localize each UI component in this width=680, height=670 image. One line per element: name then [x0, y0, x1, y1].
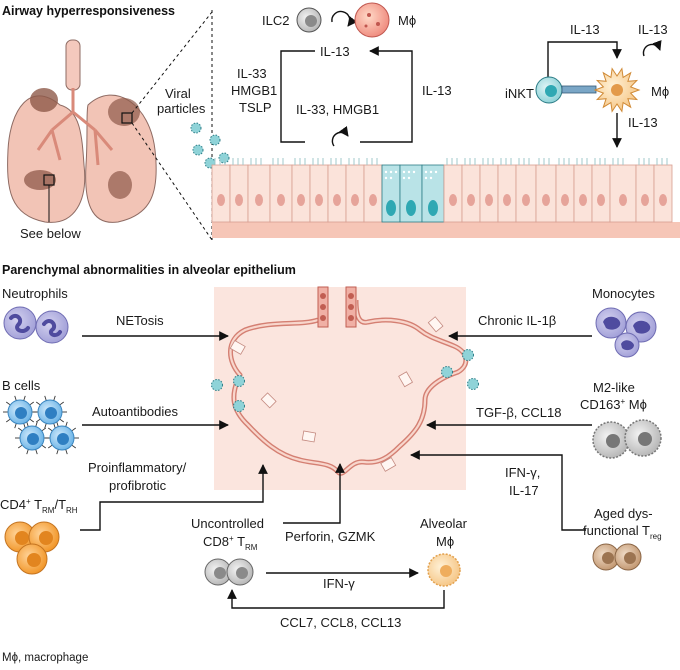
- cd8-t-cells: [204, 558, 254, 586]
- alveolar-m-label: Mϕ: [436, 534, 454, 549]
- loop-arrow-left: [280, 50, 315, 143]
- alveolar-macrophage: [427, 553, 461, 587]
- mac-loop-arrow: [642, 40, 662, 57]
- neutrophils-label: Neutrophils: [2, 286, 68, 301]
- alveolar-label: Alveolar: [420, 516, 468, 531]
- ifng-label: IFN-γ: [323, 576, 355, 591]
- monocyte-cells: [595, 307, 657, 358]
- proinflammatory-label-1: Proinflammatory/: [88, 460, 187, 475]
- m2-label-1: M2-like: [593, 380, 635, 395]
- lung-zoom-box-upper: [121, 112, 133, 124]
- m2-macrophages: [592, 419, 662, 459]
- ccl-label: CCL7, CCL8, CCL13: [280, 615, 401, 630]
- see-below-label: See below: [20, 226, 81, 241]
- ifng-il17-arrow: [410, 450, 586, 531]
- viral-particles-alveolus: [211, 349, 479, 412]
- il13-right-label: IL-13: [422, 83, 452, 98]
- proinflammatory-label-2: profibrotic: [109, 478, 167, 493]
- macrophage-inkt-label: Mϕ: [651, 84, 669, 99]
- macrophage-inkt-cell: [593, 67, 641, 113]
- neutrophil-cells: [3, 306, 69, 344]
- tslp-label: TSLP: [239, 100, 272, 115]
- inkt-label: iNKT: [505, 86, 534, 101]
- il33-label: IL-33: [237, 66, 267, 81]
- ccl-arrow: [227, 589, 445, 609]
- macrophage-top-cell: [354, 2, 390, 38]
- viral-particles-top: [190, 122, 230, 169]
- b-cells-group: [3, 395, 79, 455]
- alveolar-type2-cells: [229, 316, 444, 472]
- bottom-title: Parenchymal abnormalities in alveolar ep…: [2, 263, 296, 277]
- aged-label-1: Aged dys-: [594, 506, 653, 521]
- alveolus-wall-inner: [229, 299, 467, 475]
- footnote: Mϕ, macrophage: [2, 652, 88, 664]
- aged-label-2: functional Treg: [583, 523, 662, 541]
- il13-top-label: IL-13: [320, 44, 350, 59]
- il13-inkt-label: IL-13: [570, 22, 600, 37]
- ifng-comma-label: IFN-γ,: [505, 465, 540, 480]
- monocytes-label: Monocytes: [592, 286, 655, 301]
- top-title: Airway hyperresponsiveness: [2, 4, 175, 18]
- cd4-t-cells: [4, 521, 60, 575]
- inkt-cell: [535, 76, 597, 104]
- hmgb1-label: HMGB1: [231, 83, 277, 98]
- chronic-il1b-label: Chronic IL-1β: [478, 313, 556, 328]
- cd8-label: CD8+ TRM: [203, 534, 258, 552]
- ilc2-cell: [296, 7, 322, 33]
- il13-inkt-arrow: [547, 41, 622, 82]
- perforin-arrow: [283, 463, 345, 524]
- ilc2-label: ILC2: [262, 13, 289, 28]
- il17-label: IL-17: [509, 483, 539, 498]
- m2-label-2: CD163+ Mϕ: [580, 397, 647, 412]
- il33-hmgb1-label: IL-33, HMGB1: [296, 102, 379, 117]
- proinflammatory-arrow: [80, 464, 268, 531]
- il13-mac-label: IL-13: [638, 22, 668, 37]
- macrophage-top-label: Mϕ: [398, 13, 416, 28]
- viral-particles-label-2: particles: [157, 101, 206, 116]
- lungs-illustration: [7, 39, 157, 223]
- circular-arrow-center: [331, 125, 349, 147]
- viral-particles-label-1: Viral: [165, 86, 191, 101]
- alveolus-top-cells: [317, 286, 357, 328]
- airway-epithelium: [211, 158, 680, 238]
- ilc2-loop-arrow: [331, 10, 358, 27]
- loop-arrow-right: [360, 46, 413, 143]
- cd4-label: CD4+ TRM/TRH: [0, 497, 78, 515]
- uncontrolled-label: Uncontrolled: [191, 516, 264, 531]
- aged-treg-cells: [592, 543, 642, 571]
- perforin-label: Perforin, GZMK: [285, 529, 376, 544]
- autoantibodies-label: Autoantibodies: [92, 404, 179, 419]
- alveolus-background: [214, 287, 466, 490]
- b-cells-label: B cells: [2, 378, 41, 393]
- tgfb-label: TGF-β, CCL18: [476, 405, 562, 420]
- netosis-label: NETosis: [116, 313, 164, 328]
- il13-down-label: IL-13: [628, 115, 658, 130]
